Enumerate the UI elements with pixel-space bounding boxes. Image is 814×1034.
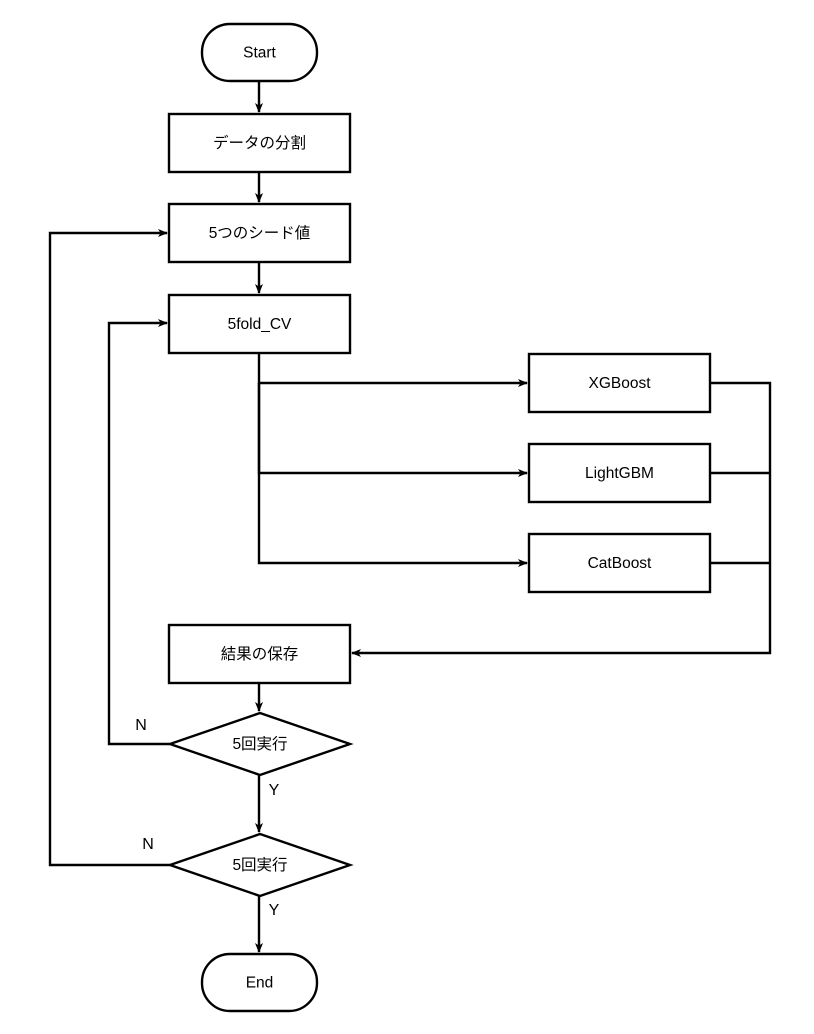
branch-label-inner-yes: Y <box>269 782 280 799</box>
edge-decision-inner-no-to-cv <box>107 319 170 746</box>
process-catboost-label: CatBoost <box>588 555 652 572</box>
start-terminator-label: Start <box>243 45 276 62</box>
process-5fold-cv-shape <box>167 293 352 355</box>
branch-labels-layer: N Y N Y <box>135 717 279 919</box>
edge-xgboost-to-save <box>351 381 772 657</box>
process-xgboost-shape <box>527 352 712 414</box>
start-terminator: Start <box>200 22 319 83</box>
branch-label-inner-no: N <box>135 717 147 734</box>
branch-label-outer-yes: Y <box>269 902 280 919</box>
process-five-seeds-shape <box>167 202 352 264</box>
process-save-results-label: 結果の保存 <box>221 645 299 663</box>
process-data-split: データの分割 <box>167 112 352 174</box>
process-save-results: 結果の保存 <box>167 623 352 685</box>
process-catboost-shape <box>527 532 712 594</box>
decision-five-runs-inner-shape <box>166 711 354 777</box>
process-catboost: CatBoost <box>527 532 712 594</box>
edge-cv-to-catboost <box>257 383 528 567</box>
start-terminator-shape <box>200 22 319 83</box>
process-lightgbm: LightGBM <box>527 442 712 504</box>
process-lightgbm-label: LightGBM <box>585 465 654 482</box>
process-five-seeds-label: 5つのシード値 <box>209 224 311 242</box>
decision-five-runs-outer: 5回実行 <box>166 832 354 898</box>
process-data-split-shape <box>167 112 352 174</box>
end-terminator-label: End <box>246 975 274 992</box>
edge-decision-outer-no-to-seeds <box>48 229 170 867</box>
process-5fold-cv-label: 5fold_CV <box>228 316 292 333</box>
edges-layer <box>48 81 772 953</box>
edge-cv-to-lightgbm <box>257 383 528 477</box>
process-data-split-label: データの分割 <box>213 133 306 152</box>
process-5fold-cv: 5fold_CV <box>167 293 352 355</box>
end-terminator: End <box>200 952 319 1013</box>
decision-five-runs-outer-shape <box>166 832 354 898</box>
process-save-results-shape <box>167 623 352 685</box>
process-xgboost: XGBoost <box>527 352 712 414</box>
edge-cv-to-xgboost <box>257 353 528 387</box>
decision-five-runs-inner-label: 5回実行 <box>232 735 287 753</box>
decision-five-runs-outer-label: 5回実行 <box>232 856 287 874</box>
end-terminator-shape <box>200 952 319 1013</box>
decision-five-runs-inner: 5回実行 <box>166 711 354 777</box>
process-xgboost-label: XGBoost <box>588 375 651 392</box>
nodes-layer: Start データの分割 5つのシード値 5fold_CV XGBoostLightGB… <box>166 22 712 1013</box>
process-lightgbm-shape <box>527 442 712 504</box>
process-five-seeds: 5つのシード値 <box>167 202 352 264</box>
branch-label-outer-no: N <box>142 836 154 853</box>
